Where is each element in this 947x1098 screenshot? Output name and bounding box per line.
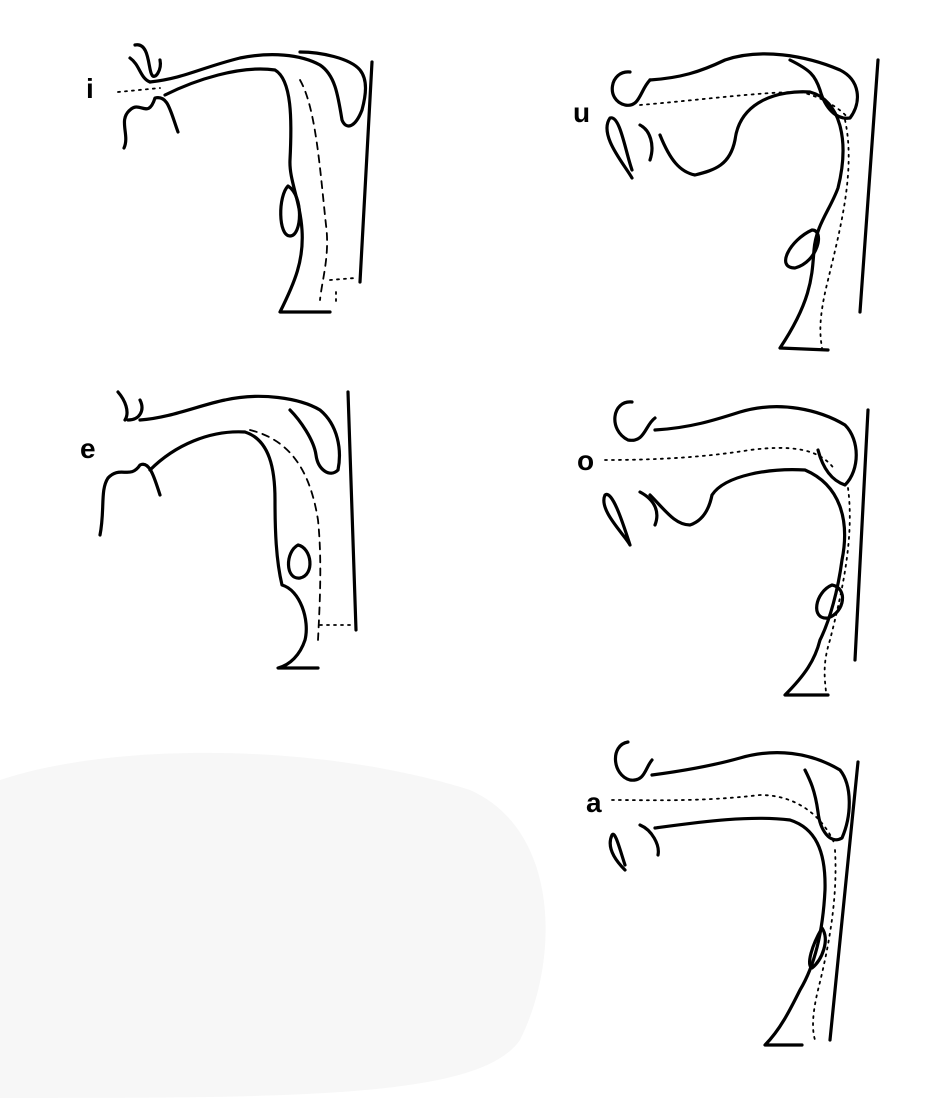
vowel-e-palate — [138, 394, 342, 475]
vowel-u-pharynx-wall — [858, 58, 880, 314]
vowel-e-back-tract — [249, 429, 322, 641]
vowel-a-pharynx-wall — [828, 760, 860, 1042]
vowel-u-tongue — [658, 90, 845, 352]
vowel-a-epiglottis — [808, 926, 827, 970]
vowel-a-palate — [650, 751, 851, 842]
vowel-u-upper-lip — [610, 70, 652, 107]
vowel-u-epiglottis — [784, 228, 821, 270]
background-smudge — [0, 752, 546, 1098]
vowel-label-o: o — [577, 445, 594, 476]
vowel-e-diagram: e — [80, 390, 358, 670]
vowel-a-tongue — [653, 816, 827, 1047]
vowel-e-lower-lip — [98, 462, 162, 537]
vowel-label-a: a — [586, 787, 602, 818]
vowel-a-back-tract — [812, 849, 837, 1041]
vowel-u-palate — [648, 52, 859, 120]
vowel-e-pharynx-wall — [346, 390, 358, 632]
vowel-o-upper-lip — [613, 400, 657, 442]
vowel-u-diagram: u — [573, 52, 880, 352]
vowel-i-tongue — [163, 67, 332, 314]
vowel-i-palate — [148, 50, 368, 128]
vowel-e-upper-lip — [116, 390, 144, 422]
vowel-i-tract-line — [117, 87, 161, 93]
vowel-i-epiglottis — [279, 184, 301, 238]
vowel-o-tongue — [648, 468, 847, 697]
vowel-u-tract-line — [639, 91, 849, 119]
vowel-label-e: e — [80, 433, 96, 464]
vowel-a-diagram: a — [586, 740, 860, 1047]
vowel-i-larynx-line — [329, 277, 356, 306]
vowel-u-lower-lip — [605, 116, 654, 180]
vowel-o-pharynx-wall — [853, 408, 870, 662]
vowel-o-lower-lip — [602, 490, 659, 547]
vowel-e-epiglottis — [286, 543, 312, 580]
vowel-e-tongue — [148, 430, 320, 670]
vowel-a-lower-lip — [608, 823, 660, 872]
vowel-a-tract-line — [611, 794, 836, 846]
vowel-o-palate — [653, 405, 858, 487]
vowel-i-upper-lip — [128, 43, 162, 84]
vowel-o-diagram: o — [577, 400, 870, 697]
vowel-o-tract-line — [604, 447, 836, 471]
vowel-label-u: u — [573, 97, 590, 128]
vowel-label-i: i — [86, 73, 94, 104]
vowel-i-pharynx-wall — [358, 60, 374, 284]
vowel-a-upper-lip — [613, 740, 654, 782]
vowel-o-back-tract — [823, 487, 851, 693]
vowel-i-lower-lip — [122, 96, 180, 150]
vowel-i-back-tract — [299, 79, 328, 301]
vowel-i-diagram: i — [86, 43, 374, 314]
